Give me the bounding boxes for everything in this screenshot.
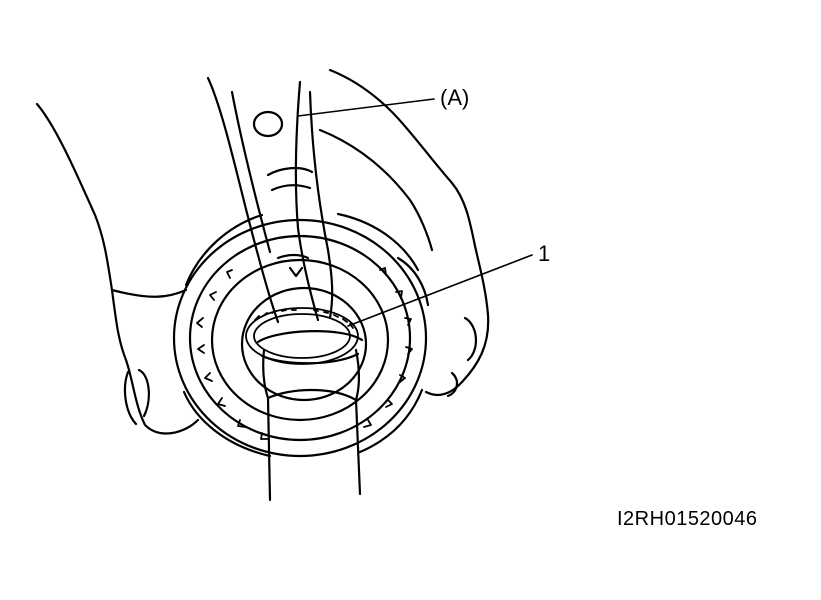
gear-teeth — [197, 268, 412, 439]
right-hand — [320, 70, 488, 396]
left-hand — [37, 104, 198, 433]
leader-line-1 — [348, 255, 532, 326]
snap-ring — [246, 308, 358, 364]
shaft — [258, 331, 362, 500]
figure-code: I2RH01520046 — [617, 508, 758, 530]
gear-housing — [174, 214, 426, 456]
callout-label-a: (A) — [440, 85, 470, 110]
leader-line-a — [298, 99, 434, 116]
leader-lines — [298, 99, 532, 326]
callout-label-1: 1 — [538, 241, 551, 266]
